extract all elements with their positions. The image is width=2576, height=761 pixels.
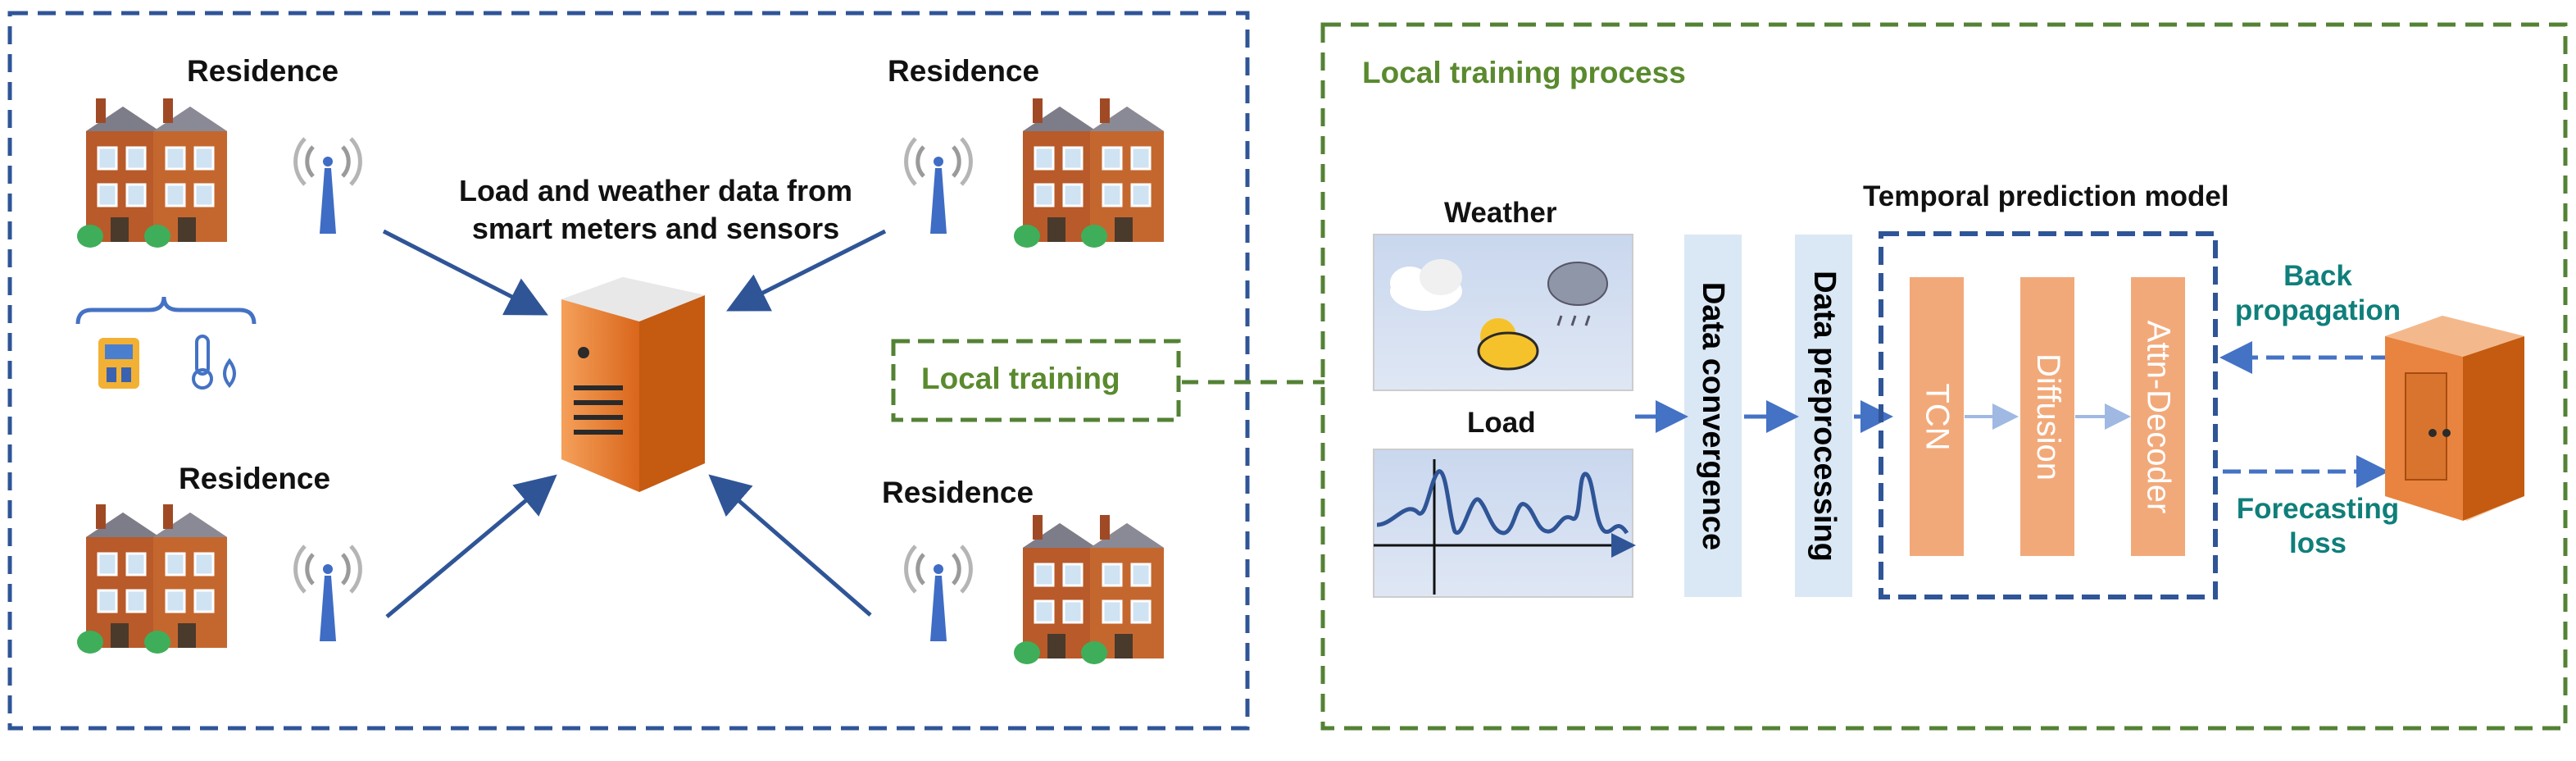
house-icon-bottom-left (75, 503, 229, 655)
house-icon-top-right (1012, 97, 1165, 249)
right-panel-border (1320, 22, 2568, 731)
load-label: Load (1467, 407, 1536, 439)
data-source-label: Load and weather data from smart meters … (426, 172, 885, 248)
preprocessing-box (1795, 235, 1852, 597)
rain-cloud-icon (1547, 262, 1608, 326)
smart-meter-icon (98, 338, 139, 389)
residence-label-top-right: Residence (888, 54, 1040, 88)
model-block-attn-decoder: Attn-Decoder (2131, 277, 2185, 556)
antenna-icon-top-left (296, 139, 361, 234)
model-block-tcn: TCN (1910, 277, 1964, 556)
data-convergence-label: Data convergence (1696, 281, 1731, 550)
local-training-label: Local training (921, 362, 1120, 395)
antenna-icon-top-right (906, 139, 971, 234)
load-curve (1376, 469, 1629, 535)
model-box-border (1879, 231, 2218, 599)
forecasting-loss-label: Forecasting loss (2219, 492, 2416, 561)
thermo-humidity-icon (192, 335, 236, 390)
back-propagation-label: Back propagation (2219, 259, 2416, 328)
data-preprocessing-label: Data preprocessing (1806, 270, 1842, 562)
arrow-bottom-left (385, 474, 557, 618)
brace-icon (75, 296, 257, 325)
load-panel (1373, 449, 1636, 598)
weather-panel (1373, 234, 1633, 391)
data-source-label-line2: smart meters and sensors (471, 212, 840, 245)
forecasting-loss-line2: loss (2288, 527, 2347, 559)
arrow-top-left (382, 229, 548, 316)
antenna-icon-bottom-right (906, 546, 971, 641)
house-icon-top-left (75, 97, 229, 249)
sun-cloud-icon (1477, 318, 1539, 371)
residence-label-bottom-left: Residence (179, 462, 331, 495)
local-training-box-border (891, 339, 1181, 422)
back-propagation-line1: Back (2283, 260, 2352, 292)
arrow-top-right (726, 229, 887, 312)
residence-label-bottom-right: Residence (882, 476, 1034, 509)
model-block-diffusion: Diffusion (2020, 277, 2074, 556)
right-panel-title: Local training process (1362, 56, 1686, 89)
forecasting-loss-line1: Forecasting (2236, 493, 2400, 525)
data-source-label-line1: Load and weather data from (458, 174, 853, 207)
arrow-bottom-right (708, 474, 872, 617)
residence-label-top-left: Residence (187, 54, 339, 88)
left-panel-border (7, 11, 1250, 731)
antenna-icon-bottom-left (296, 546, 361, 641)
cloud-icon (1390, 259, 1462, 311)
back-propagation-line2: propagation (2234, 294, 2401, 326)
weather-label: Weather (1444, 197, 1557, 229)
house-icon-bottom-right (1012, 513, 1165, 666)
model-title: Temporal prediction model (1863, 180, 2229, 212)
server-icon (561, 277, 705, 492)
local-server-icon (2385, 316, 2524, 521)
convergence-box (1684, 235, 1742, 597)
